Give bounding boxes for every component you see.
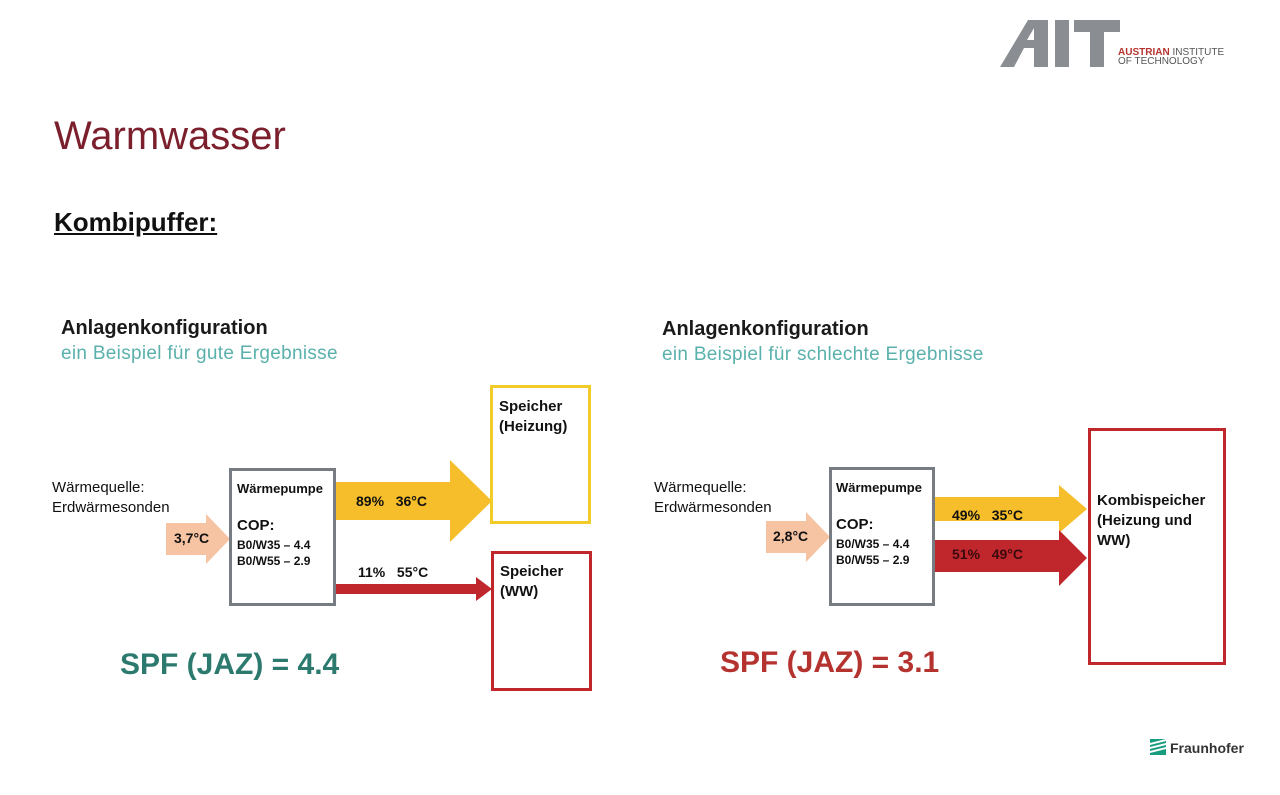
right-source-line2: Erdwärmesonden — [654, 499, 772, 516]
ait-logo-mark — [1000, 20, 1120, 67]
left-source-temp: 3,7°C — [174, 530, 210, 546]
ait-logo-line2: OF TECHNOLOGY — [1118, 56, 1205, 67]
right-cop-b35: B0/W35 – 4.4 — [836, 537, 910, 551]
left-ww-flow-temp: 55°C — [396, 564, 429, 580]
left-spf-value: SPF (JAZ) = 4.4 — [120, 648, 340, 681]
left-cop-label: COP: — [237, 517, 275, 534]
right-ww-flow-temp: 49°C — [991, 546, 1023, 562]
left-heat-source-label: Wärmequelle: Erdwärmesonden — [52, 478, 170, 518]
right-config-subtitle: ein Beispiel für schlechte Ergebnisse — [662, 344, 984, 365]
right-cop-label: COP: — [836, 516, 874, 533]
right-source-line1: Wärmequelle: — [654, 479, 747, 496]
ait-logo-line1-rest: INSTITUTE — [1169, 47, 1225, 58]
right-heat-pump-box: Wärmepumpe COP: B0/W35 – 4.4 B0/W55 – 2.… — [829, 467, 935, 606]
right-heating-flow-pct: 49% — [952, 507, 981, 523]
left-ww-storage-line1: Speicher — [500, 563, 564, 580]
left-ww-flow-label: 11% 55°C — [358, 564, 428, 580]
right-config-title: Anlagenkonfiguration — [662, 318, 869, 340]
right-source-temp: 2,8°C — [773, 528, 809, 544]
ait-logo-line1-bold: AUSTRIAN — [1118, 47, 1170, 58]
left-heat-pump-label: Wärmepumpe — [237, 481, 323, 496]
left-heating-flow-pct: 89% — [356, 493, 385, 509]
left-heating-flow-temp: 36°C — [395, 493, 427, 509]
right-ww-flow-arrow — [935, 530, 1087, 586]
left-ww-storage-box: Speicher (WW) — [491, 551, 592, 691]
left-heating-storage-line2: (Heizung) — [499, 418, 568, 435]
right-source-arrow — [766, 512, 830, 562]
right-ww-flow-pct: 51% — [952, 546, 981, 562]
fraunhofer-logo-text: Fraunhofer — [1170, 740, 1244, 756]
right-heating-flow-arrow — [935, 485, 1087, 533]
right-cop-b55: B0/W55 – 2.9 — [836, 553, 910, 567]
left-ww-flow-arrow — [336, 577, 492, 601]
right-heating-flow-temp: 35°C — [991, 507, 1023, 523]
left-heating-storage-box: Speicher (Heizung) — [490, 385, 591, 524]
fraunhofer-logo-icon — [1150, 739, 1166, 755]
left-source-line2: Erdwärmesonden — [52, 499, 170, 516]
right-heat-source-label: Wärmequelle: Erdwärmesonden — [654, 478, 772, 518]
left-ww-storage-line2: (WW) — [500, 583, 539, 600]
left-heating-storage-label: Speicher (Heizung) — [499, 397, 567, 437]
section-title: Kombipuffer: — [54, 207, 218, 237]
left-source-arrow — [166, 514, 230, 564]
right-heating-flow-label: 49% 35°C — [952, 507, 1023, 523]
left-ww-storage-label: Speicher (WW) — [500, 562, 563, 602]
left-source-line1: Wärmequelle: — [52, 479, 145, 496]
left-heating-flow-arrow — [336, 460, 492, 542]
left-cop-b35: B0/W35 – 4.4 — [237, 538, 311, 552]
left-heating-storage-line1: Speicher — [499, 398, 563, 415]
slide-title: Warmwasser — [54, 114, 286, 158]
right-combi-storage-line1: Kombispeicher — [1097, 492, 1206, 509]
left-config-subtitle: ein Beispiel für gute Ergebnisse — [61, 343, 338, 364]
left-config-title: Anlagenkonfiguration — [61, 317, 268, 339]
ait-logo-text: AUSTRIAN INSTITUTE OF TECHNOLOGY — [1118, 47, 1225, 67]
left-heating-flow-label: 89% 36°C — [356, 493, 427, 509]
left-cop-b55: B0/W55 – 2.9 — [237, 554, 311, 568]
left-ww-flow-pct: 11% — [358, 564, 386, 580]
right-combi-storage-box: Kombispeicher (Heizung und WW) — [1088, 428, 1226, 665]
right-heat-pump-label: Wärmepumpe — [836, 480, 922, 495]
right-combi-storage-label: Kombispeicher (Heizung und WW) — [1097, 491, 1205, 551]
right-spf-value: SPF (JAZ) = 3.1 — [720, 646, 940, 679]
right-ww-flow-label: 51% 49°C — [952, 546, 1023, 562]
left-heat-pump-box: Wärmepumpe COP: B0/W35 – 4.4 B0/W55 – 2.… — [229, 468, 336, 606]
right-combi-storage-line2: (Heizung und — [1097, 512, 1192, 529]
right-combi-storage-line3: WW) — [1097, 532, 1131, 549]
